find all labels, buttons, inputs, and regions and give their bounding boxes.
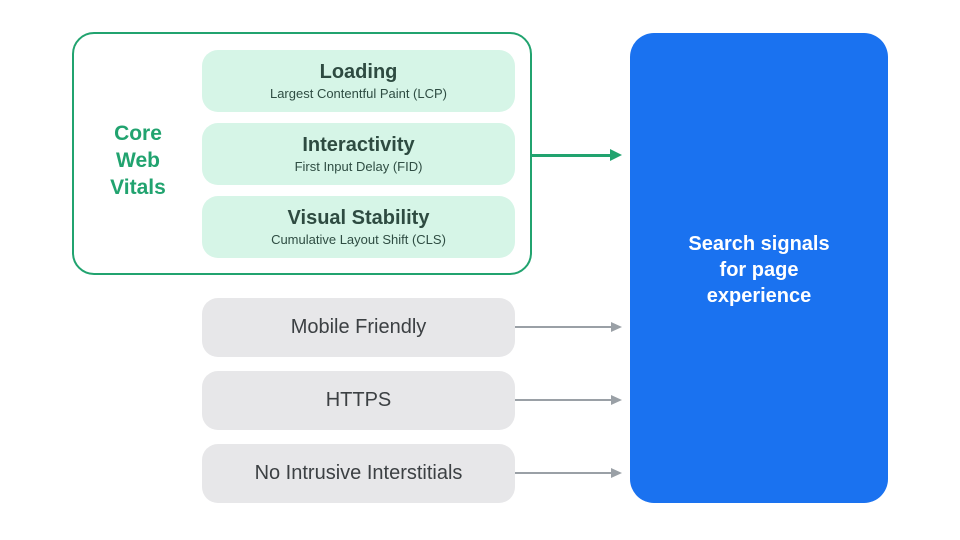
cwv-pill-subtitle: Cumulative Layout Shift (CLS)	[271, 232, 446, 247]
arrow-no-intrusive-interstitials	[515, 467, 622, 479]
cwv-pill-interactivity: Interactivity First Input Delay (FID)	[202, 123, 515, 185]
search-signals-box: Search signals for page experience	[630, 33, 888, 503]
search-signals-label-line: Search signals	[688, 233, 830, 255]
arrow-line	[515, 472, 611, 474]
core-web-vitals-group: Core Web Vitals Loading Largest Contentf…	[72, 32, 532, 275]
search-signals-label-line: experience	[706, 285, 812, 307]
arrowhead-icon	[611, 468, 622, 478]
arrowhead-icon	[611, 395, 622, 405]
cwv-pill-subtitle: First Input Delay (FID)	[294, 159, 423, 174]
signal-pill-mobile-friendly: Mobile Friendly	[202, 298, 515, 357]
signal-pill-label: Mobile Friendly	[290, 316, 427, 338]
arrow-https	[515, 394, 622, 406]
core-web-vitals-label-line: Core	[114, 121, 162, 145]
core-web-vitals-label-line: Vitals	[110, 175, 166, 199]
arrow-line	[515, 399, 611, 401]
arrowhead-icon	[611, 322, 622, 332]
cwv-pill-subtitle: Largest Contentful Paint (LCP)	[269, 86, 448, 101]
signal-pill-label: HTTPS	[325, 389, 392, 411]
cwv-pill-title: Interactivity	[302, 134, 415, 156]
search-signals-label-line: for page	[719, 259, 799, 281]
cwv-arrowhead-icon	[610, 149, 622, 161]
cwv-pill-loading: Loading Largest Contentful Paint (LCP)	[202, 50, 515, 112]
signal-pill-no-intrusive-interstitials: No Intrusive Interstitials	[202, 444, 515, 503]
cwv-pill-title: Visual Stability	[287, 207, 430, 229]
signal-pill-https: HTTPS	[202, 371, 515, 430]
signal-pill-label: No Intrusive Interstitials	[254, 462, 463, 484]
cwv-pill-title: Loading	[319, 61, 398, 83]
cwv-arrow-line	[530, 153, 610, 157]
core-web-vitals-label: Core Web Vitals	[74, 34, 202, 273]
arrow-mobile-friendly	[515, 321, 622, 333]
cwv-pill-visual-stability: Visual Stability Cumulative Layout Shift…	[202, 196, 515, 258]
core-web-vitals-label-line: Web	[116, 148, 160, 172]
cwv-arrow	[530, 149, 622, 161]
arrow-line	[515, 326, 611, 328]
